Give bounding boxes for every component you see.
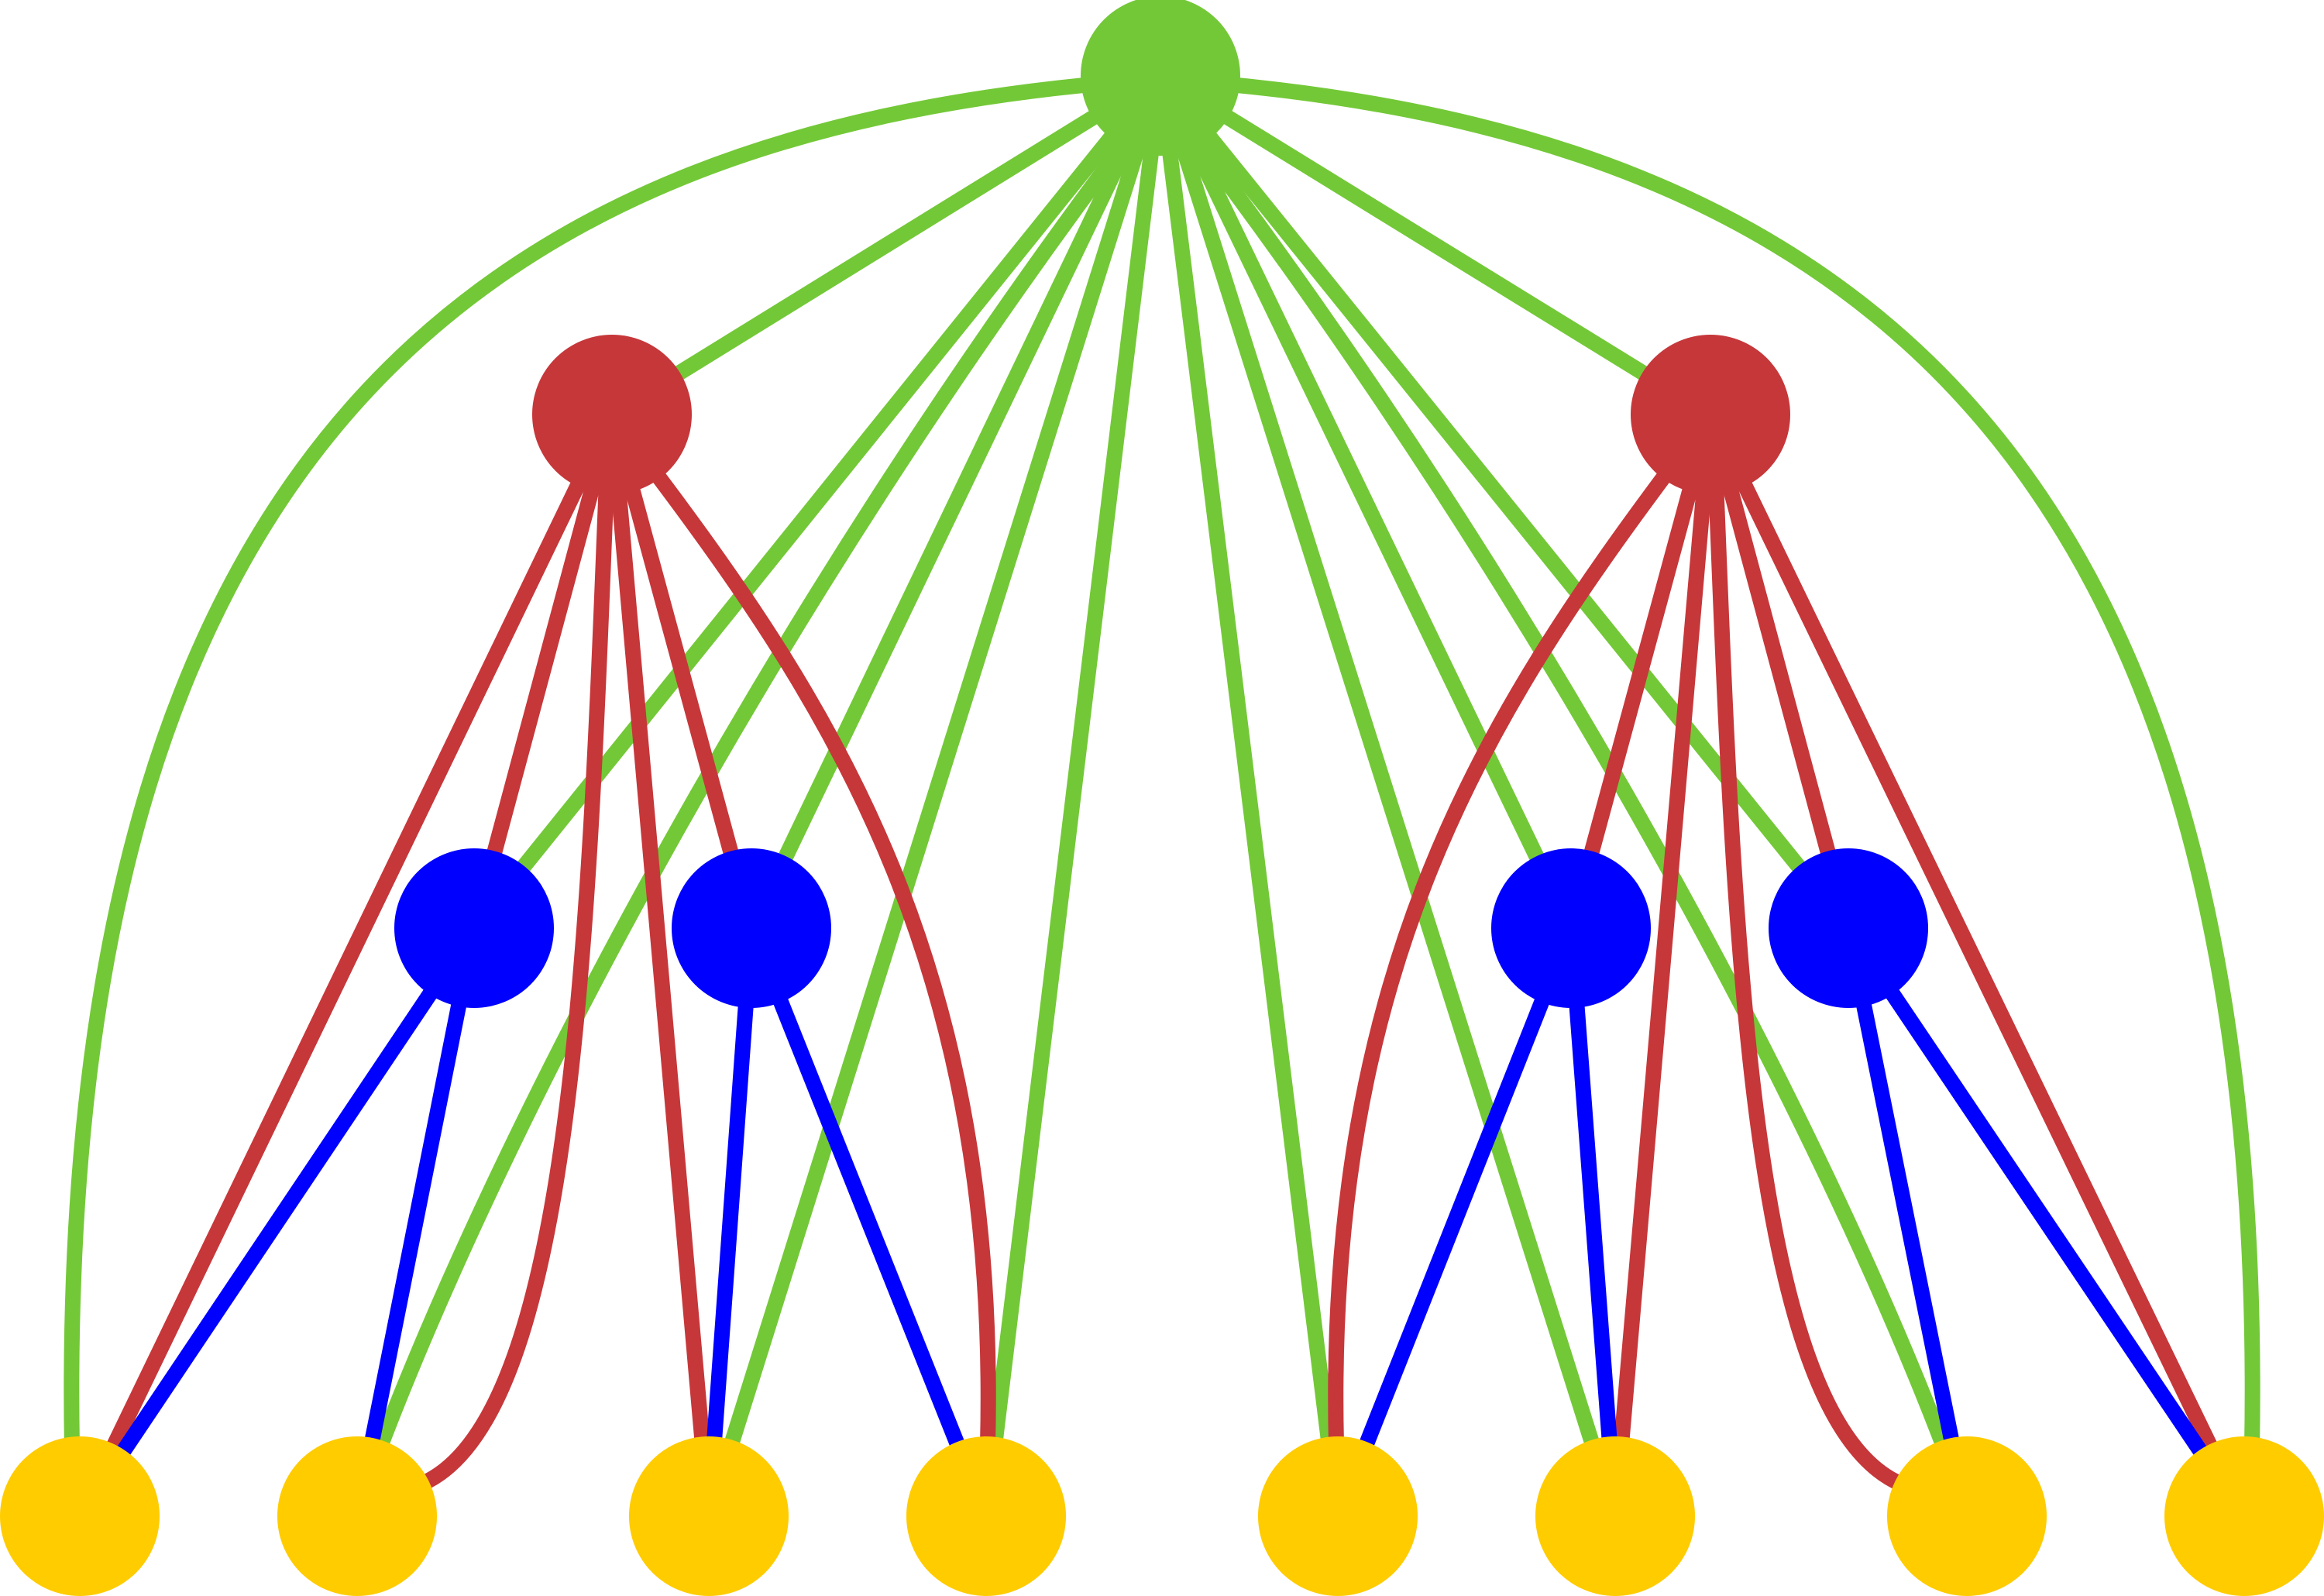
edge-a2-l5 bbox=[1328, 462, 1679, 1446]
edge-a2-b4 bbox=[1703, 412, 1856, 930]
edge-a1-l2 bbox=[418, 480, 614, 1491]
edge-b2-l4 bbox=[744, 925, 994, 1519]
edge-r-a1 bbox=[607, 69, 1165, 421]
edge-b2-l3 bbox=[701, 927, 759, 1517]
edge-a1-l4 bbox=[645, 461, 996, 1446]
edge-r-b3 bbox=[1153, 72, 1579, 932]
edge-a1-b1 bbox=[466, 412, 620, 930]
node-l7 bbox=[1887, 1436, 2047, 1596]
edge-b3-l6 bbox=[1563, 927, 1623, 1517]
node-b4 bbox=[1769, 848, 1928, 1008]
edge-a2-l8 bbox=[1703, 411, 2251, 1520]
edge-r-l1 bbox=[64, 76, 1101, 1450]
node-r bbox=[1081, 0, 1240, 156]
edge-r-l2 bbox=[372, 119, 1145, 1452]
edge-b3-l5 bbox=[1330, 925, 1579, 1519]
edge-r-l4 bbox=[978, 74, 1168, 1518]
node-b1 bbox=[394, 848, 554, 1008]
node-l3 bbox=[629, 1436, 789, 1596]
edge-r-l5 bbox=[1153, 74, 1346, 1518]
node-a1 bbox=[532, 335, 692, 494]
edge-b1-l1 bbox=[73, 924, 481, 1521]
edges-layer bbox=[64, 69, 2260, 1521]
edge-r-b2 bbox=[744, 72, 1168, 932]
edge-a2-b3 bbox=[1563, 412, 1718, 930]
node-b2 bbox=[672, 848, 831, 1008]
edge-r-l6 bbox=[1153, 73, 1623, 1519]
edge-r-l3 bbox=[701, 74, 1168, 1519]
node-a2 bbox=[1631, 335, 1790, 494]
node-l6 bbox=[1535, 1436, 1695, 1596]
node-b3 bbox=[1491, 848, 1651, 1008]
edge-r-l7 bbox=[1177, 119, 1952, 1452]
node-l1 bbox=[0, 1436, 160, 1596]
edge-a1-l1 bbox=[72, 411, 620, 1520]
edge-a2-l7 bbox=[1708, 480, 1904, 1491]
edge-a2-l6 bbox=[1607, 414, 1718, 1517]
node-l2 bbox=[277, 1436, 437, 1596]
edge-b1-l2 bbox=[349, 927, 482, 1518]
edge-r-a2 bbox=[1156, 69, 1715, 421]
edge-r-l8 bbox=[1220, 76, 2260, 1450]
edge-b4-l8 bbox=[1841, 924, 2251, 1521]
edge-b4-l7 bbox=[1841, 927, 1975, 1518]
node-l5 bbox=[1258, 1436, 1418, 1596]
edge-a1-b2 bbox=[604, 412, 759, 930]
node-l4 bbox=[906, 1436, 1066, 1596]
edge-a1-l3 bbox=[604, 414, 717, 1517]
node-l8 bbox=[2164, 1436, 2324, 1596]
